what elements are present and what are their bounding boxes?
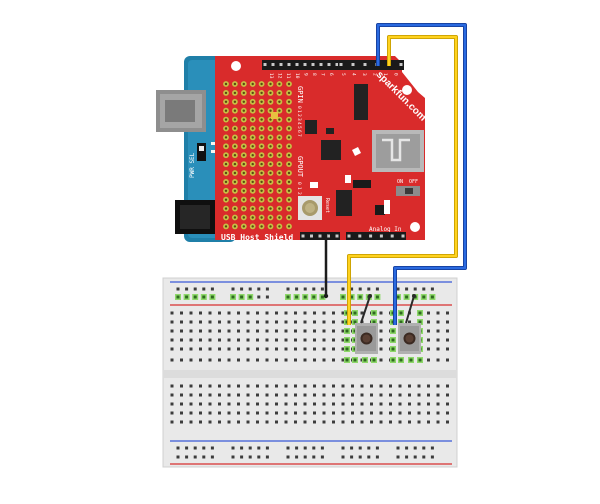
- top-pin-number: 11: [285, 73, 291, 79]
- top-pin-number: 6: [328, 73, 334, 76]
- gpin-number: 4: [296, 122, 302, 125]
- max-chip: [321, 140, 341, 160]
- top-pin-number: 0: [393, 73, 399, 76]
- gpin-number: 3: [296, 118, 302, 121]
- reset-label: Reset: [324, 198, 330, 213]
- gpout-number: 1: [296, 187, 302, 190]
- header-block: [338, 60, 404, 70]
- gpin-number: 5: [296, 126, 302, 129]
- pushbutton-2: [398, 323, 421, 354]
- top-pin-number: 3: [361, 73, 367, 76]
- reset-button: Reset: [298, 196, 330, 220]
- off-label: OFF: [409, 179, 418, 185]
- top-pin-number: 9: [302, 73, 308, 76]
- gpin-number: 6: [296, 130, 302, 133]
- bottom-header: [300, 232, 406, 240]
- top-pin-number: 2: [372, 73, 378, 76]
- gpin-label: GPIN: [296, 86, 304, 103]
- main-chip: [354, 84, 368, 120]
- header-block: [262, 60, 340, 70]
- gpin-number: 7: [296, 134, 302, 137]
- gpout-label: GPOUT: [296, 156, 304, 178]
- shield-title: USB Host Shield: [221, 232, 293, 242]
- small-chip: [305, 120, 317, 134]
- gpin-number: 0: [296, 106, 302, 109]
- pwr-sel-label: PWR SEL: [189, 152, 196, 178]
- top-pin-number: 4: [351, 73, 357, 76]
- top-pin-number: 7: [320, 73, 326, 76]
- gpin-number: 1: [296, 110, 302, 113]
- top-pin-number: 10: [294, 73, 300, 79]
- breadboard: [162, 277, 458, 468]
- top-pin-number: 8: [311, 73, 317, 76]
- button2-lead: [405, 295, 415, 324]
- power-switch: ON OFF: [396, 179, 420, 196]
- prototype-grid: [223, 81, 292, 230]
- gpout-number: 0: [296, 182, 302, 185]
- top-pin-number: 13: [268, 73, 274, 79]
- ic-small-2: [326, 128, 334, 134]
- button1-lead: [360, 295, 371, 324]
- on-label: ON: [397, 179, 403, 185]
- dc-jack-icon: [175, 200, 215, 234]
- usb-a-connector-icon: [372, 130, 424, 172]
- pushbutton-1: [355, 323, 378, 354]
- top-pin-number: 5: [340, 73, 346, 76]
- gpout-number: 2: [296, 192, 302, 195]
- pwr-sel-switch: PWR SEL: [189, 142, 216, 178]
- top-pin-number: 1: [382, 73, 388, 76]
- crystal: [336, 190, 352, 216]
- usb-port-icon: [156, 90, 206, 132]
- resistor-block: [353, 180, 371, 188]
- top-header: [262, 60, 404, 70]
- analog-in-label: Analog In: [369, 226, 402, 233]
- header-block: [346, 232, 406, 240]
- top-pin-number: 12: [277, 73, 283, 79]
- gpin-number: 2: [296, 114, 302, 117]
